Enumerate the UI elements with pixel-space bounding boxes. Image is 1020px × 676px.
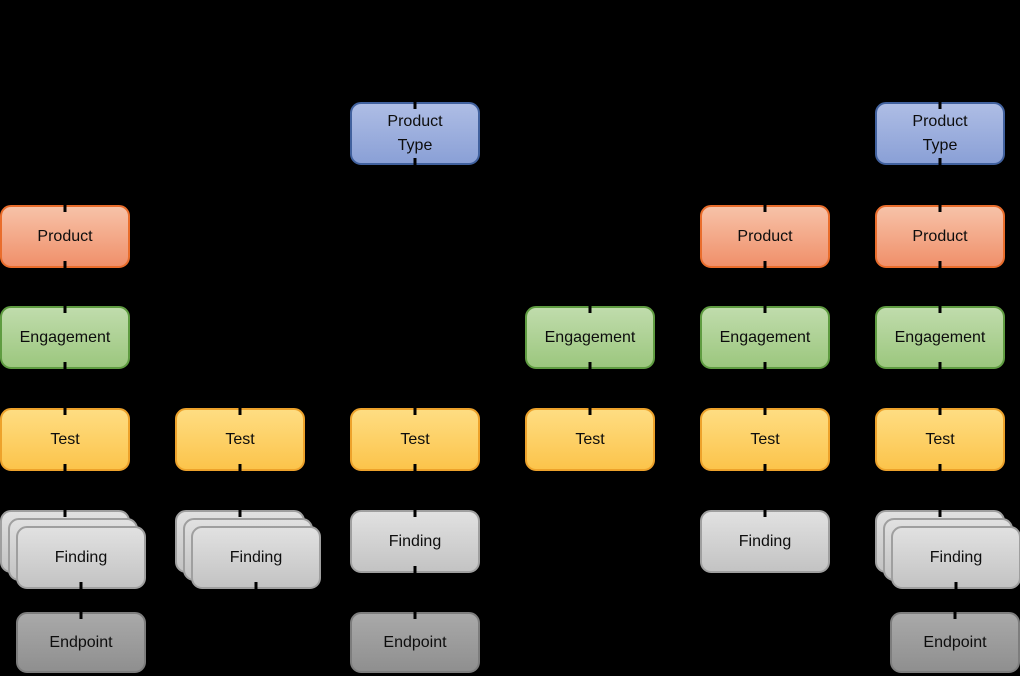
node-label: Test (575, 430, 605, 448)
node-engagement: Engagement (875, 306, 1005, 369)
node-engagement: Engagement (700, 306, 830, 369)
node-engagement: Engagement (525, 306, 655, 369)
node-product: Product (700, 205, 830, 268)
node-finding: Finding (191, 526, 321, 589)
node-product-type: Product Type (350, 102, 480, 165)
node-endpoint: Endpoint (890, 612, 1020, 673)
node-finding: Finding (16, 526, 146, 589)
node-label: Engagement (894, 328, 986, 346)
node-finding: Finding (891, 526, 1020, 589)
node-label: Finding (229, 548, 283, 566)
node-product-type: Product Type (875, 102, 1005, 165)
node-endpoint: Endpoint (16, 612, 146, 673)
node-test: Test (175, 408, 305, 471)
node-label: Endpoint (383, 633, 447, 651)
node-endpoint: Endpoint (350, 612, 480, 673)
node-label: Product Type (912, 112, 968, 154)
node-test: Test (700, 408, 830, 471)
node-label: Product (737, 227, 793, 245)
node-label: Test (750, 430, 780, 448)
node-label: Finding (54, 548, 108, 566)
node-label: Engagement (19, 328, 111, 346)
node-label: Test (50, 430, 80, 448)
node-label: Finding (929, 548, 983, 566)
node-label: Product (37, 227, 93, 245)
node-label: Finding (738, 532, 792, 550)
node-label: Engagement (719, 328, 811, 346)
node-label: Finding (388, 532, 442, 550)
node-test: Test (0, 408, 130, 471)
node-label: Test (400, 430, 430, 448)
node-label: Endpoint (923, 633, 987, 651)
node-label: Product Type (387, 112, 443, 154)
node-product: Product (875, 205, 1005, 268)
node-label: Engagement (544, 328, 636, 346)
node-product: Product (0, 205, 130, 268)
node-finding: Finding (700, 510, 830, 573)
node-test: Test (350, 408, 480, 471)
node-test: Test (525, 408, 655, 471)
node-label: Product (912, 227, 968, 245)
node-test: Test (875, 408, 1005, 471)
node-label: Endpoint (49, 633, 113, 651)
node-finding: Finding (350, 510, 480, 573)
node-label: Test (925, 430, 955, 448)
node-engagement: Engagement (0, 306, 130, 369)
node-label: Test (225, 430, 255, 448)
